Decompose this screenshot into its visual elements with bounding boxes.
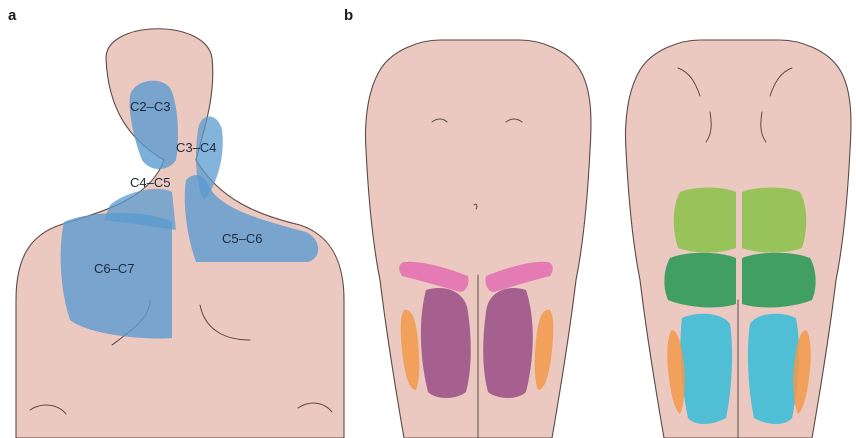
front-body-view [366,40,591,438]
anterior-thigh-left [421,288,471,398]
upper-buttock-right [742,188,806,253]
label-c5-c6: C5–C6 [222,231,262,246]
back-body-view [626,40,851,438]
panel-a-letter: a [8,7,17,24]
c2-c3-region [130,81,178,169]
anterior-thigh-right [483,288,533,398]
label-c4-c5: C4–C5 [130,175,170,190]
label-c6-c7: C6–C7 [94,261,134,276]
upper-buttock-left [674,188,736,253]
posterior-thigh-left [680,314,732,424]
label-c3-c4: C3–C4 [176,140,216,155]
c5-c6-region [185,175,319,262]
lower-buttock-left [664,253,736,308]
panel-a: a C2–C3 C3–C4 C4–C5 C5–C6 C6–C7 [8,7,344,438]
lower-buttock-right [742,253,816,308]
label-c2-c3: C2–C3 [130,99,170,114]
posterior-thigh-right [748,314,799,424]
panel-b: b [344,7,851,438]
panel-b-letter: b [344,7,353,24]
